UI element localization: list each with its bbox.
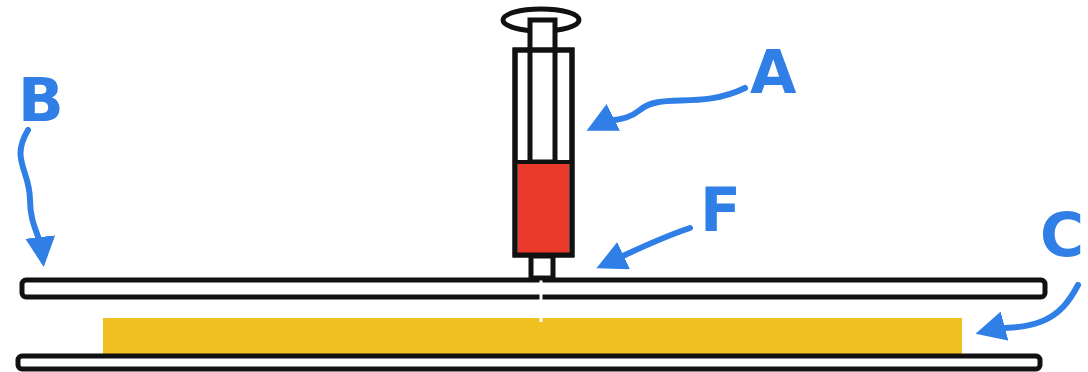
callout-letter: C — [1040, 205, 1084, 265]
needle-hub — [531, 256, 553, 278]
leader-arrow — [990, 285, 1078, 330]
yellow-layer — [105, 320, 960, 358]
leader-arrow — [600, 88, 745, 124]
leader-arrow — [610, 228, 690, 262]
callout-letter: B — [18, 70, 64, 130]
syringe-barrel — [515, 50, 572, 255]
top-plate — [22, 280, 1045, 297]
plunger-rod — [530, 20, 555, 162]
needle — [540, 278, 543, 322]
callout-letter: A — [750, 42, 796, 102]
callout-letter: F — [700, 180, 741, 240]
leader-arrow — [20, 130, 42, 252]
bottom-plate — [18, 356, 1040, 369]
red-fluid — [518, 162, 569, 253]
